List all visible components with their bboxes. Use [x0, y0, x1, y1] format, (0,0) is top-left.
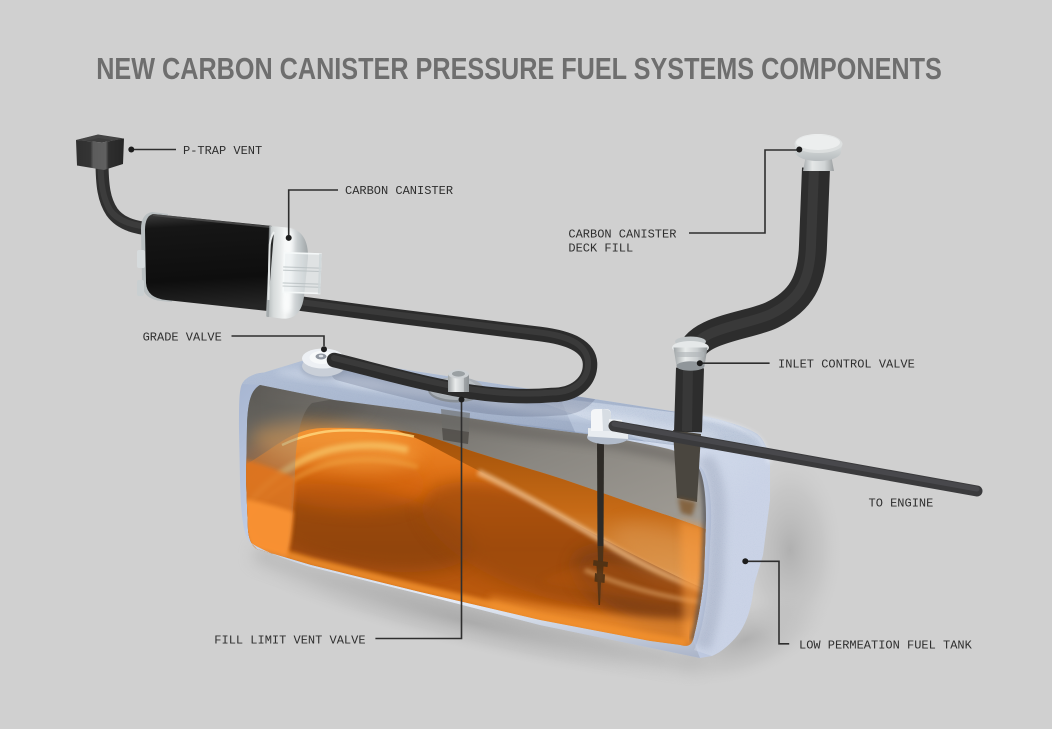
svg-text:FILL LIMIT VENT VALVE: FILL LIMIT VENT VALVE: [214, 634, 365, 648]
svg-text:CARBON CANISTER: CARBON CANISTER: [345, 184, 453, 198]
svg-text:TO ENGINE: TO ENGINE: [869, 497, 934, 511]
svg-text:INLET CONTROL VALVE: INLET CONTROL VALVE: [778, 358, 915, 372]
svg-text:P-TRAP VENT: P-TRAP VENT: [183, 144, 262, 158]
svg-text:NEW CARBON CANISTER PRESSURE F: NEW CARBON CANISTER PRESSURE FUEL SYSTEM…: [96, 50, 942, 85]
svg-text:GRADE VALVE: GRADE VALVE: [143, 331, 222, 345]
svg-text:CARBON CANISTER: CARBON CANISTER: [568, 228, 676, 242]
svg-text:LOW PERMEATION FUEL TANK: LOW PERMEATION FUEL TANK: [799, 639, 973, 653]
svg-text:DECK FILL: DECK FILL: [568, 242, 633, 256]
